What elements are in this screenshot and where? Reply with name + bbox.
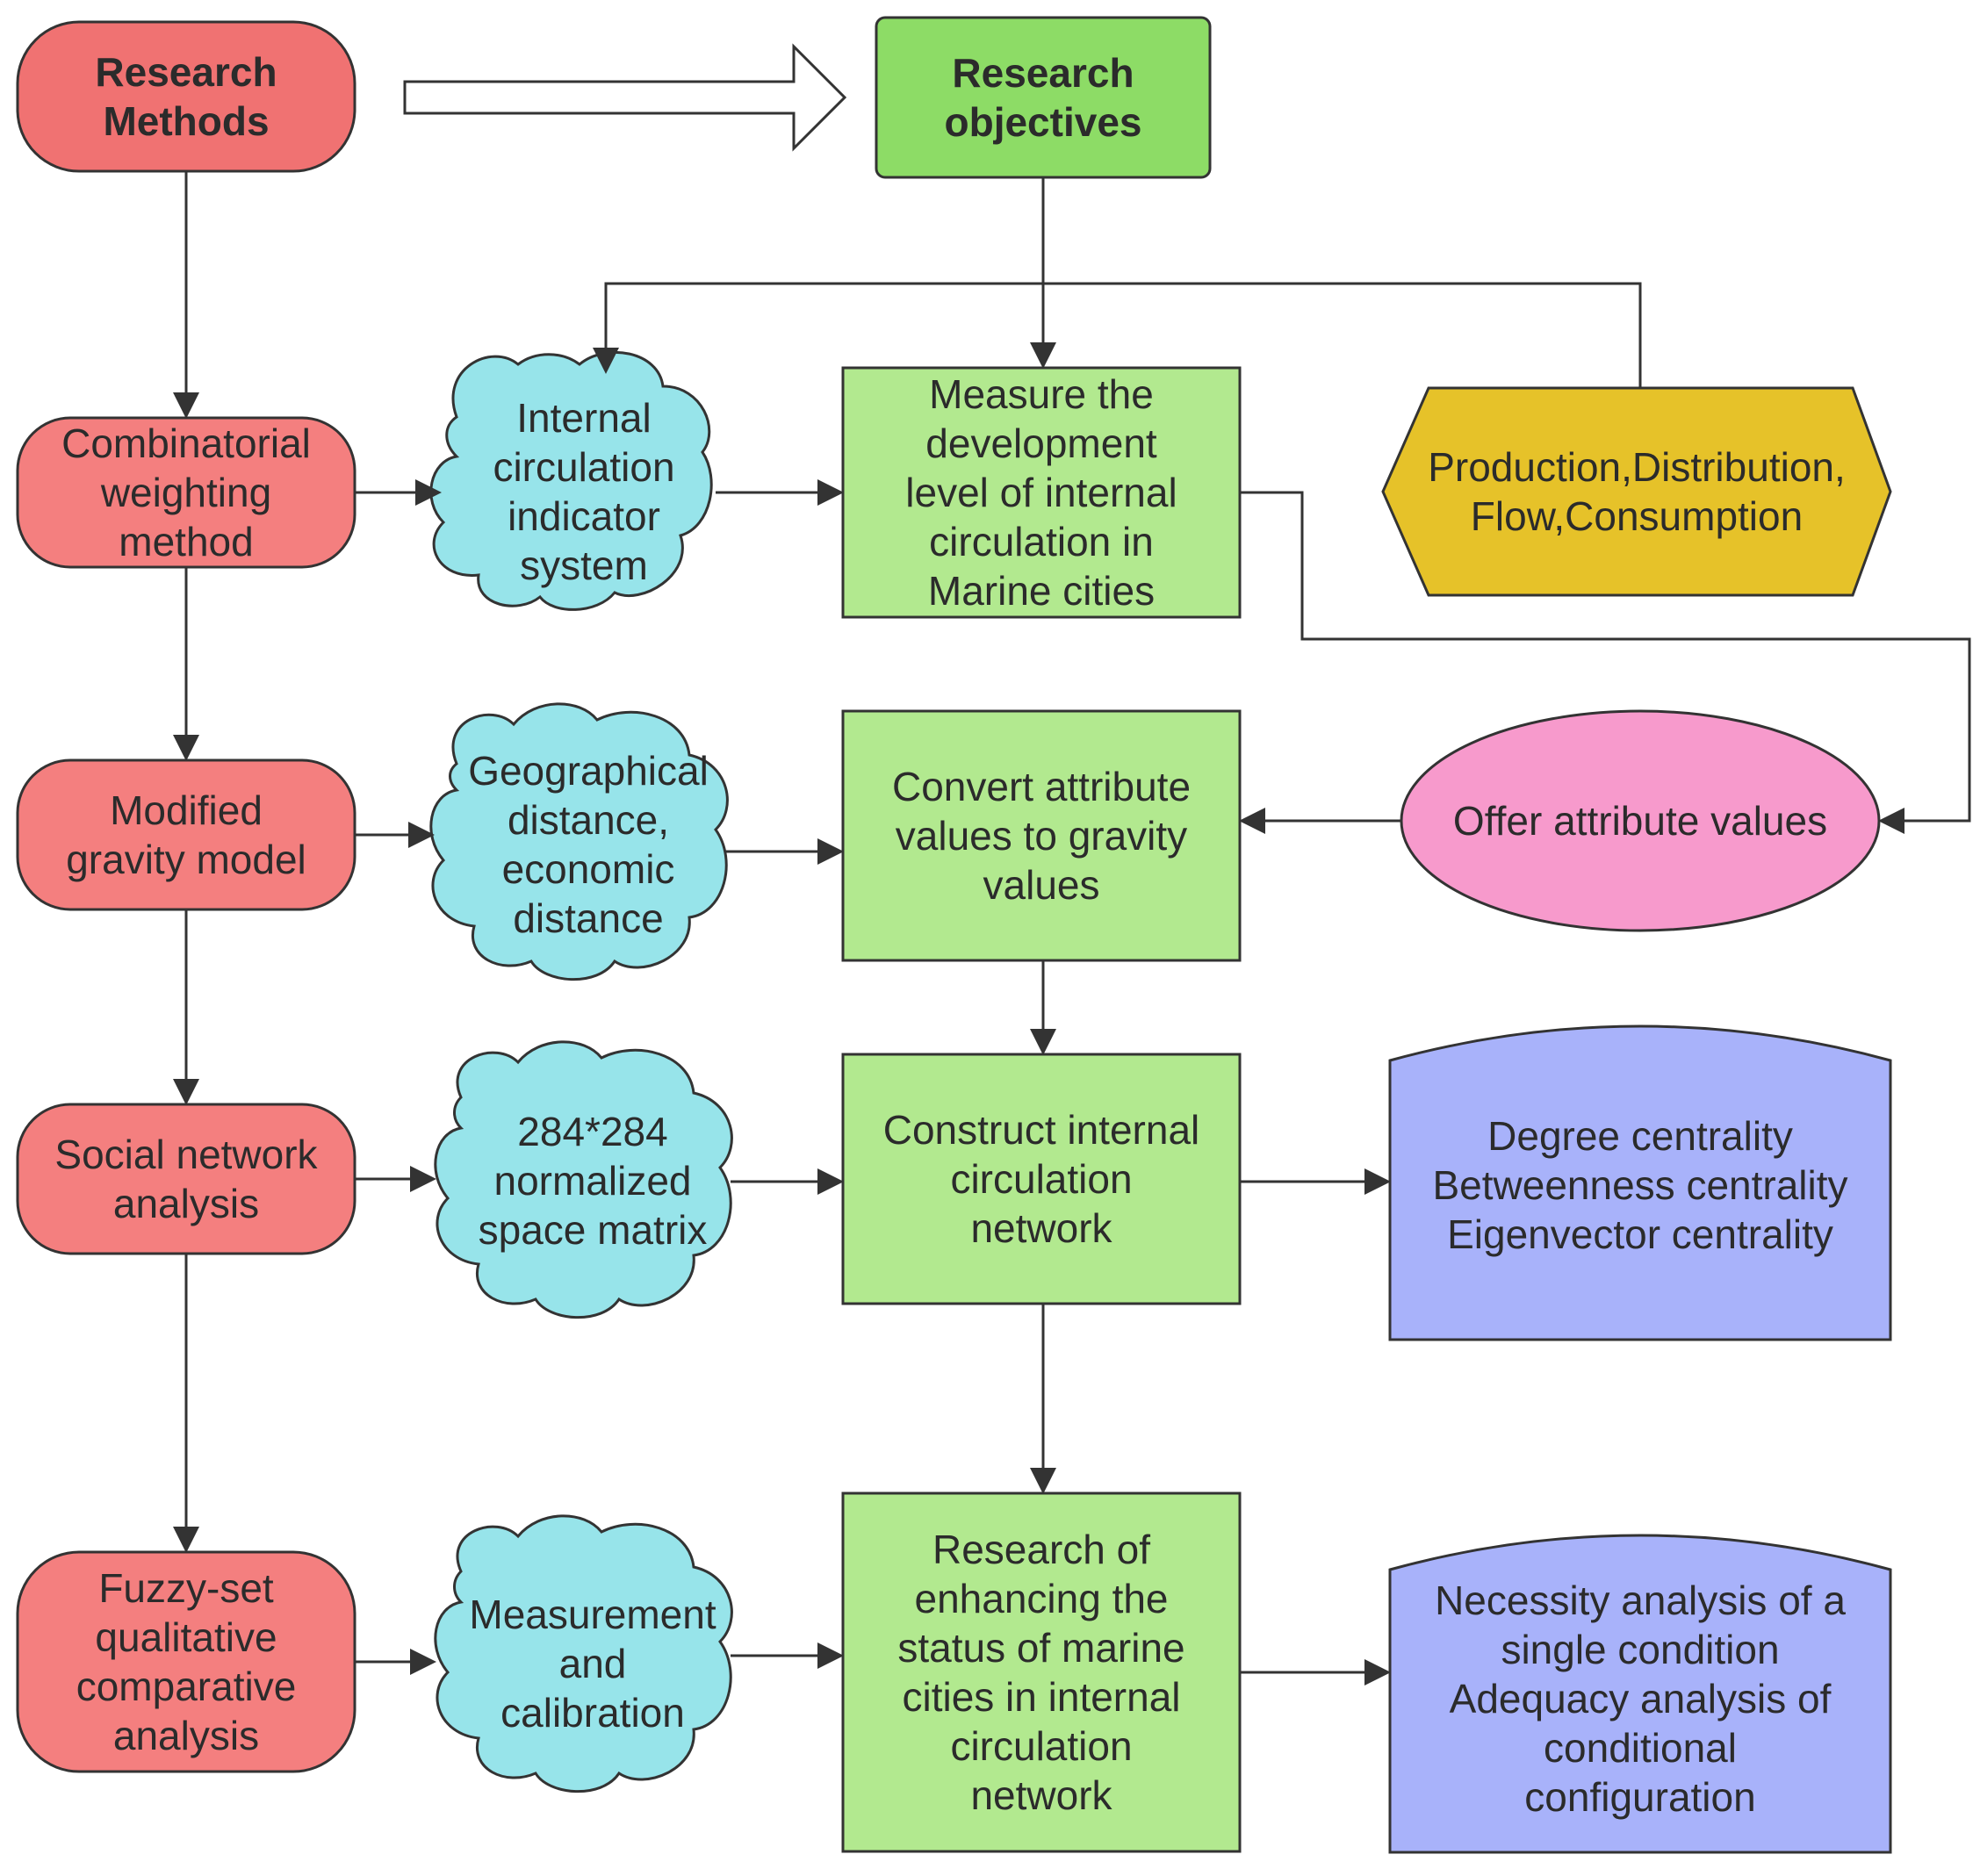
label-line: circulation — [493, 444, 675, 490]
label-line: Flow,Consumption — [1470, 493, 1804, 539]
label-line: level of internal — [905, 470, 1177, 515]
construct-network-box — [841, 1053, 1242, 1305]
label-line: circulation — [950, 1156, 1133, 1202]
qca-box — [1388, 1534, 1892, 1854]
label-line: enhancing the — [914, 1576, 1169, 1621]
label-line: Geographical — [468, 748, 709, 794]
label-line: analysis — [112, 1181, 260, 1226]
cloud-space-matrix — [434, 1040, 733, 1319]
label-line: conditional — [1544, 1725, 1737, 1771]
label-line: space matrix — [478, 1207, 708, 1253]
dimensions-hexagon — [1381, 386, 1892, 597]
label-line: Social network — [54, 1132, 318, 1177]
label-line: and — [558, 1641, 627, 1686]
label-line: Internal — [516, 395, 652, 441]
arrow-dimensions-to-indicator — [593, 282, 1642, 388]
dimensions-label: Production,Distribution,Flow,Consumption — [1383, 388, 1890, 595]
label-line: weighting — [100, 470, 272, 515]
label-line: Construct internal — [882, 1107, 1200, 1153]
label-line: circulation in — [929, 519, 1154, 564]
label-line: Necessity analysis of a — [1435, 1578, 1846, 1623]
label-line: system — [520, 543, 648, 588]
label-line: Combinatorial — [61, 420, 311, 466]
label-line: Eigenvector centrality — [1447, 1211, 1833, 1257]
label-line: status of marine — [897, 1625, 1185, 1671]
label-line: distance, — [507, 797, 670, 843]
label-line: normalized — [493, 1158, 692, 1204]
attribute-values-label: Offer attribute values — [1401, 764, 1879, 878]
label-line: values to gravity — [895, 813, 1188, 859]
label-line: configuration — [1524, 1774, 1756, 1820]
centrality-box — [1388, 1024, 1892, 1341]
label-line: Betweenness centrality — [1432, 1162, 1848, 1208]
label-line: Research — [95, 49, 277, 95]
label-line: single condition — [1501, 1627, 1780, 1672]
cloud-distances — [429, 702, 729, 981]
label-line: analysis — [112, 1713, 260, 1758]
label-line: network — [970, 1205, 1112, 1251]
label-line: 284*284 — [517, 1109, 668, 1154]
label-line: Research — [952, 50, 1134, 96]
cloud-indicator-system — [429, 350, 713, 611]
label-line: gravity model — [66, 837, 306, 882]
label-line: indicator — [508, 493, 660, 539]
measure-development-box — [841, 366, 1242, 619]
label-line: values — [983, 862, 1100, 908]
label-line: circulation — [950, 1723, 1133, 1769]
label-line: qualitative — [95, 1614, 277, 1660]
label-line: Marine cities — [927, 568, 1156, 614]
label-line: method — [119, 519, 254, 564]
label-line: development — [925, 420, 1157, 466]
label-line: Adequacy analysis of — [1449, 1676, 1832, 1721]
label-line: Fuzzy-set — [98, 1565, 274, 1611]
label-line: Measurement — [469, 1592, 716, 1637]
label-line: objectives — [944, 99, 1142, 145]
label-line: Convert attribute — [891, 764, 1192, 809]
arrow-measure-to-attributes — [1240, 491, 1971, 834]
label-line: distance — [513, 895, 664, 941]
label-line: calibration — [500, 1690, 685, 1736]
label-line: Production,Distribution, — [1428, 444, 1846, 490]
label-line: economic — [501, 846, 675, 892]
label-line: comparative — [76, 1664, 297, 1709]
hollow-arrow-icon — [403, 43, 847, 152]
label-line: Offer attribute values — [1452, 798, 1828, 844]
convert-values-box — [841, 709, 1242, 962]
label-line: network — [970, 1772, 1112, 1818]
label-line: Methods — [103, 98, 270, 144]
label-line: Measure the — [929, 371, 1154, 417]
label-line: Degree centrality — [1487, 1113, 1793, 1159]
cloud-measurement — [434, 1514, 733, 1793]
label-line: cities in internal — [902, 1674, 1181, 1720]
label-line: Modified — [110, 787, 263, 833]
label-line: Research of — [932, 1527, 1150, 1572]
